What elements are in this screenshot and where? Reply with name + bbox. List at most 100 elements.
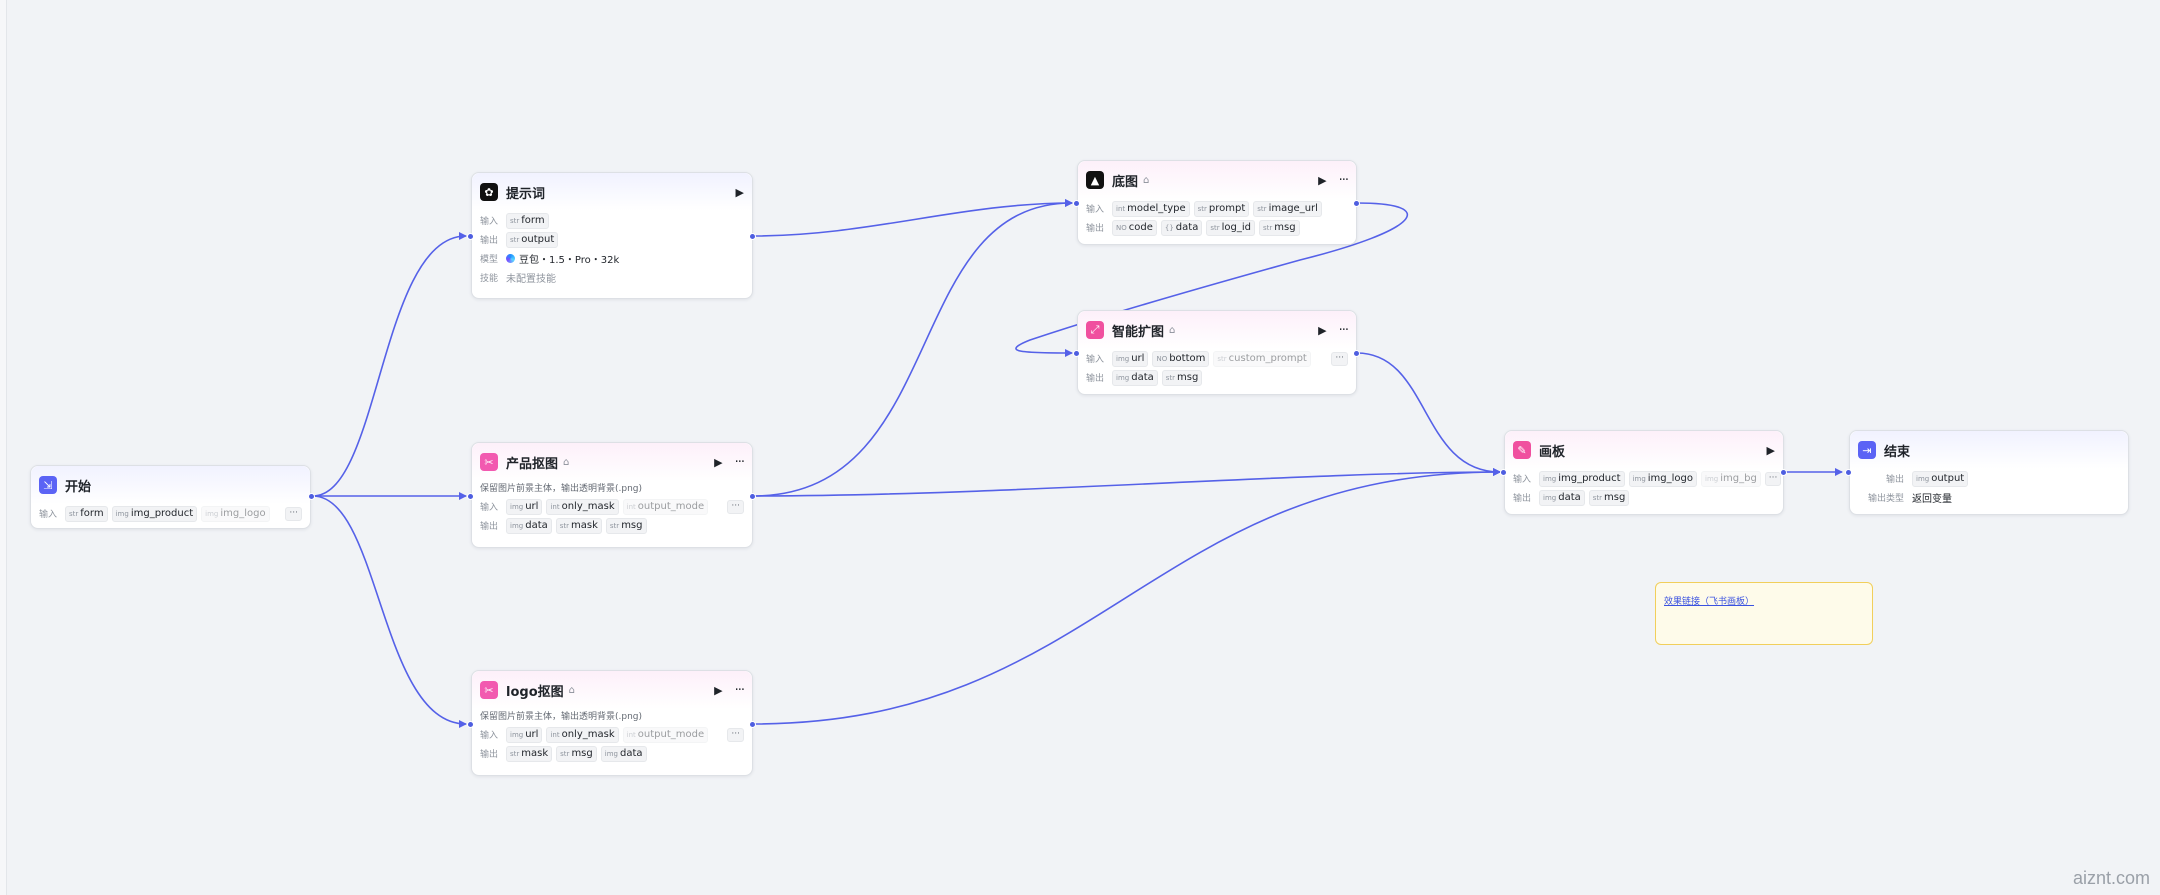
input-port[interactable] [467,721,474,728]
image-type-icon: img [1543,493,1557,502]
image-type-icon: img [1705,474,1719,483]
input-port[interactable] [1073,200,1080,207]
run-icon[interactable]: ▶ [714,683,723,697]
start-icon: ⇲ [39,476,57,494]
model-row: 模型 豆包・1.5・Pro・32k [472,249,752,268]
node-product-cutout[interactable]: ✂ 产品抠图 ⌂ ▶ ··· 保留图片前景主体，输出透明背景(.png) 输入 … [471,442,753,548]
more-icon[interactable]: ··· [1338,322,1349,338]
input-port[interactable] [1500,469,1507,476]
input-port[interactable] [1845,469,1852,476]
edge-expand-canvas [1356,352,1501,476]
more-params-button[interactable]: ··· [1331,351,1348,366]
sticky-note[interactable]: 效果链接（飞书画板） [1655,582,1873,645]
input-port[interactable] [467,233,474,240]
node-title: logo抠图 [506,684,564,700]
test-set-icon: ⌂ [1143,174,1150,186]
image-gen-icon: ▲ [1086,171,1104,189]
more-icon[interactable]: ··· [1338,172,1349,188]
output-port[interactable] [1780,469,1787,476]
test-set-icon: ⌂ [568,684,575,696]
node-title: 智能扩图 [1112,324,1165,340]
run-icon[interactable]: ▶ [1318,323,1327,337]
effect-link[interactable]: 效果链接（飞书画板） [1664,597,1755,607]
input-label: 输入 [39,510,58,520]
more-params-button[interactable]: ··· [285,506,302,521]
param-tag: {}data [1160,219,1203,236]
output-port[interactable] [308,493,315,500]
input-port[interactable] [467,493,474,500]
run-icon[interactable]: ▶ [714,455,723,469]
node-title: 画板 [1539,444,1566,460]
more-params-button[interactable]: ··· [1764,471,1782,486]
more-icon[interactable]: ··· [734,682,745,698]
image-type-icon: img [1116,354,1130,363]
node-canvas-header: ✎ 画板 ▶ [1505,431,1783,469]
more-params-button[interactable]: ··· [727,727,744,742]
output-port[interactable] [749,233,756,240]
run-icon[interactable]: ▶ [1318,173,1327,187]
run-icon[interactable]: ▶ [1766,443,1775,457]
node-base-image-header: ▲ 底图 ⌂ ▶ ··· [1078,161,1356,199]
edge-product-base [752,199,1073,497]
edge-start-logo [312,495,467,728]
node-start-header: ⇲ 开始 [31,466,310,504]
output-port[interactable] [1353,350,1360,357]
output-port[interactable] [1353,200,1360,207]
more-icon[interactable]: ··· [734,454,745,470]
run-icon[interactable]: ▶ [735,185,744,199]
node-description: 保留图片前景主体，输出透明背景(.png) [480,484,643,494]
output-port[interactable] [749,721,756,728]
more-params-button[interactable]: ··· [727,499,744,514]
llm-icon: ✿ [480,183,498,201]
image-type-icon: img [1543,474,1557,483]
node-smart-expand-header: ⤢ 智能扩图 ⌂ ▶ ··· [1078,311,1356,349]
edge-product-canvas [752,468,1501,497]
image-type-icon: img [604,749,618,758]
image-type-icon: img [1116,373,1130,382]
canvas-left-border [0,0,7,895]
node-title: 开始 [65,479,92,495]
node-title: 结束 [1884,444,1911,460]
edge-logo-canvas [752,468,1501,725]
input-port[interactable] [1073,350,1080,357]
output-port[interactable] [749,493,756,500]
edge-prompt-base [752,199,1073,237]
node-logo-cutout[interactable]: ✂ logo抠图 ⌂ ▶ ··· 保留图片前景主体，输出透明背景(.png) 输… [471,670,753,776]
cutout-icon: ✂ [480,453,498,471]
node-description: 保留图片前景主体，输出透明背景(.png) [480,712,643,722]
